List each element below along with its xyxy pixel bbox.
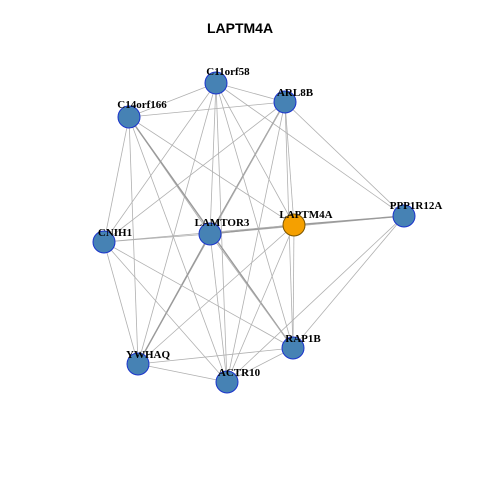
edge-arl8b-laptm4a [284,101,295,226]
edge-arl8b-actr10 [226,101,286,383]
edge-arl8b-c14orf166 [128,101,286,118]
edge-c14orf166-laptm4a [128,116,295,226]
edge-cnih1-actr10 [103,241,228,383]
edge-rap1b-ywhaq [137,347,294,365]
edge-ppp1r12a-actr10 [226,215,405,383]
node-ywhaq[interactable] [126,352,150,376]
node-ppp1r12a[interactable] [392,204,416,228]
edge-c11orf58-arl8b [215,82,286,103]
edge-ywhaq-actr10 [137,363,228,383]
node-laptm4a[interactable] [282,213,306,237]
node-label-laptm4a: LAPTM4A [279,209,332,221]
node-label-c11orf58: C11orf58 [206,66,250,78]
node-actr10[interactable] [215,370,239,394]
node-c14orf166[interactable] [117,105,141,129]
edge-rap1b-actr10 [226,347,294,383]
edge-cnih1-ywhaq [103,241,139,365]
edge-c11orf58-lamtor3 [209,82,217,235]
edge-layer [103,82,405,383]
edge-cnih1-rap1b [103,241,294,349]
node-c11orf58[interactable] [204,71,228,95]
node-label-actr10: ACTR10 [218,367,261,379]
edge-arl8b-ppp1r12a [284,101,405,217]
edge-laptm4a-rap1b [292,224,295,349]
edge-lamtor3-actr10 [209,233,228,383]
node-label-ywhaq: YWHAQ [126,349,170,361]
node-cnih1[interactable] [92,230,116,254]
edge-c11orf58-rap1b [215,82,294,349]
edge-c11orf58-ppp1r12a [215,82,405,217]
node-label-cnih1: CNIH1 [98,227,132,239]
node-layer [92,71,416,394]
edge-c11orf58-ywhaq [137,82,217,365]
edge-c14orf166-actr10 [128,116,228,383]
edge-c11orf58-c14orf166 [128,82,217,118]
edge-c14orf166-cnih1 [103,116,130,243]
graph-title: LAPTM4A [206,20,274,36]
edge-c14orf166-ywhaq [128,116,139,365]
node-label-c14orf166: C14orf166 [117,99,167,111]
node-label-lamtor3: LAMTOR3 [195,217,250,229]
edge-arl8b-cnih1 [103,101,286,243]
edge-lamtor3-cnih1 [103,233,211,243]
edge-lamtor3-rap1b [209,233,294,349]
edge-lamtor3-ywhaq [137,233,211,365]
node-arl8b[interactable] [273,90,297,114]
node-rap1b[interactable] [281,336,305,360]
edge-laptm4a-ywhaq [137,224,295,365]
node-label-ppp1r12a: PPP1R12A [390,200,443,212]
edge-ppp1r12a-rap1b [292,215,405,349]
node-label-arl8b: ARL8B [277,87,314,99]
edge-ppp1r12a-laptm4a [293,215,405,226]
node-label-rap1b: RAP1B [285,333,321,345]
edge-c11orf58-cnih1 [103,82,217,243]
node-lamtor3[interactable] [198,222,222,246]
